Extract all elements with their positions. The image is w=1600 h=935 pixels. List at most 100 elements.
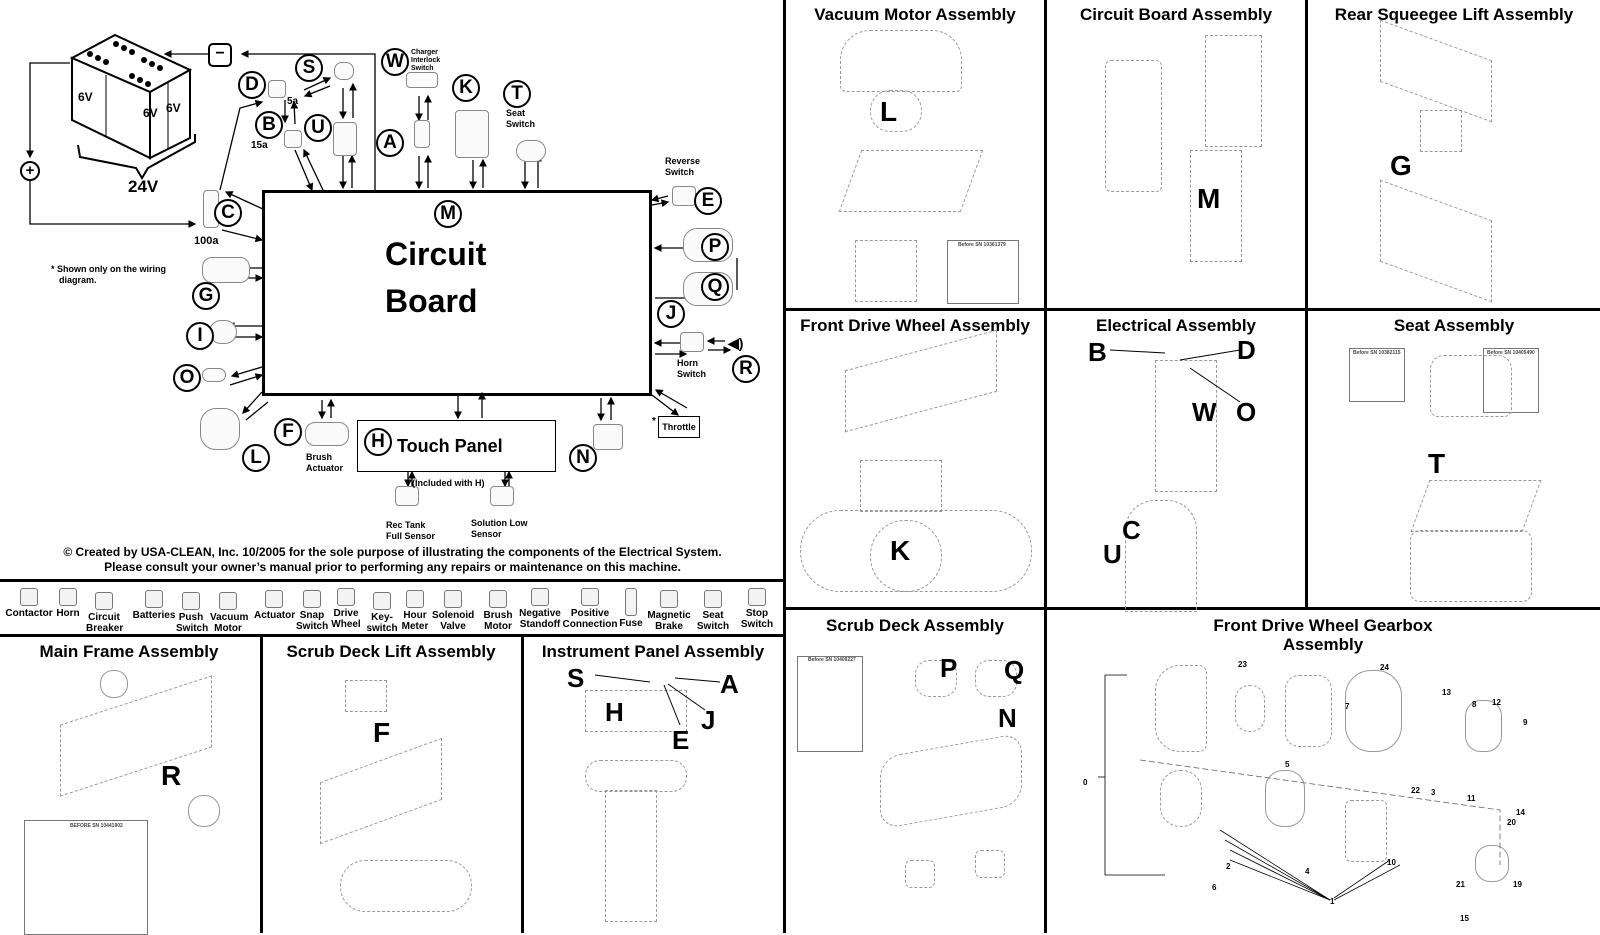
callout-number: 9 <box>1523 718 1528 727</box>
rear-wheel-drawing <box>188 795 220 827</box>
component-letter-w: W <box>381 48 409 76</box>
fuse-icon <box>625 588 637 616</box>
charger-label-line: Switch <box>411 65 434 72</box>
circuit-board-box <box>262 190 652 396</box>
legend-label: Key-switch <box>366 612 398 634</box>
hour-meter-icon <box>406 590 424 608</box>
key-switch-icon <box>414 120 430 148</box>
component-letter-a: A <box>376 129 404 157</box>
exploded-drawing <box>1380 179 1492 303</box>
callout-number: 0 <box>1083 778 1088 787</box>
seat-switch-label-line: Switch <box>506 119 536 129</box>
motor-housing-drawing <box>1160 770 1202 827</box>
callout-number: 19 <box>1513 880 1522 889</box>
inset-caption: Before SN 10405490 <box>1487 350 1535 356</box>
gear-carrier-drawing <box>1345 800 1387 862</box>
panel-letter: J <box>701 705 716 735</box>
solenoid-valve-icon <box>593 424 623 450</box>
inset-caption: Before SN 10361379 <box>958 242 1006 248</box>
panel-letter: F <box>373 717 391 748</box>
exploded-drawing <box>855 240 917 302</box>
exploded-drawing <box>840 30 962 92</box>
charger-label-line: Charger <box>411 49 438 56</box>
panel-title: Front Drive Wheel Gearbox Assembly <box>1046 616 1600 654</box>
callout-number: 12 <box>1492 698 1501 707</box>
actuator-icon <box>305 422 349 446</box>
brush-actuator-label-line: Brush <box>306 452 333 462</box>
callout-number: 13 <box>1442 688 1451 697</box>
legend-label: Actuator <box>254 610 296 621</box>
vacuum-motor-drawing <box>870 90 922 132</box>
panel-title: Front Drive Wheel Assembly <box>800 316 1030 335</box>
scrub-deck-drawing <box>880 732 1022 830</box>
circuit-breaker-15a-icon <box>284 130 302 148</box>
actuator-icon <box>202 257 250 283</box>
legend-item-solenoid-valve: Solenoid Valve <box>432 590 474 632</box>
legend-label: Snap Switch <box>296 610 329 632</box>
seat-platform-drawing <box>1410 480 1542 532</box>
drive-tire-drawing <box>1345 670 1402 752</box>
snap-switch-icon <box>406 72 438 88</box>
legend-label: Horn <box>56 608 80 619</box>
brush-hub-drawing <box>975 850 1005 878</box>
panel-letter: T <box>1428 448 1446 479</box>
panel-letter: W <box>1192 397 1217 427</box>
reverse-switch-label-line: Switch <box>665 167 695 177</box>
battery-voltage-label: 24V <box>128 177 159 196</box>
legend-label: Drive Wheel <box>331 608 361 630</box>
component-letter-h: H <box>364 428 392 456</box>
touch-panel-label: Touch Panel <box>397 436 503 456</box>
legend-label: Solenoid Valve <box>432 610 475 632</box>
brush-motor-icon <box>489 590 507 608</box>
seat-box-drawing <box>1410 530 1532 602</box>
mount-plate-drawing <box>838 150 984 212</box>
callout-number: 23 <box>1238 660 1247 669</box>
legend-label: Push Switch <box>176 612 209 634</box>
solution-low-sensor-label-line: Sensor <box>471 529 502 539</box>
brush-motor-drawing <box>915 660 957 697</box>
steering-column-top-drawing <box>585 760 687 792</box>
component-letter-d: D <box>238 71 266 99</box>
seat-drawing <box>1430 355 1512 417</box>
panel-title: Circuit Board Assembly <box>1079 5 1273 24</box>
electrical-frame-drawing <box>1155 360 1217 492</box>
push-switch-icon <box>490 486 514 506</box>
dash-panel-drawing <box>585 690 687 732</box>
copyright-line: © Created by USA-CLEAN, Inc. 10/2005 for… <box>63 545 722 559</box>
legend-item-fuse: Fuse <box>618 588 644 629</box>
inset-caption: Before SN 10409227 <box>808 657 856 663</box>
legend-label: Seat Switch <box>696 610 730 632</box>
callout-lines <box>1109 349 1241 403</box>
brush-hub-drawing <box>905 860 935 888</box>
negative-standoff-icon: − <box>208 43 232 67</box>
circuit-board-drawing <box>1190 150 1242 262</box>
legend-item-negative-standoff: Negative Standoff <box>518 588 562 630</box>
panel-title: Scrub Deck Lift Assembly <box>286 642 496 661</box>
legend-item-magnetic-brake: Magnetic Brake <box>646 590 692 632</box>
horn-switch-icon <box>680 332 704 352</box>
legend-item-actuator: Actuator <box>254 590 296 621</box>
panel-letter: R <box>161 760 182 791</box>
enclosure-drawing <box>1205 35 1262 147</box>
wiring-note: * Shown only on the wiring diagram. <box>51 264 166 286</box>
component-letter-g: G <box>192 282 220 310</box>
circuit-breaker-icon <box>95 592 113 610</box>
push-switch-icon <box>182 592 200 610</box>
inset-caption: Before SN 10382115 <box>1353 350 1401 356</box>
component-letter-o: O <box>173 364 201 392</box>
callout-number: 14 <box>1516 808 1525 817</box>
rating-label: 100a <box>194 235 219 247</box>
divider <box>0 579 785 582</box>
legend-label: Fuse <box>619 618 643 629</box>
vacuum-motor-icon <box>200 408 240 450</box>
panel-title: Scrub Deck Assembly <box>826 616 1004 635</box>
panel-letter: L <box>880 96 898 127</box>
legend-label: Circuit Breaker <box>86 612 124 634</box>
divider <box>1044 607 1047 933</box>
component-letter-i: I <box>186 322 214 350</box>
panel-letter: C <box>1122 515 1141 545</box>
callout-lines <box>594 674 721 726</box>
panel-letter: O <box>1236 397 1257 427</box>
batteries-icon <box>145 590 163 608</box>
callout-number: 2 <box>1226 862 1231 871</box>
